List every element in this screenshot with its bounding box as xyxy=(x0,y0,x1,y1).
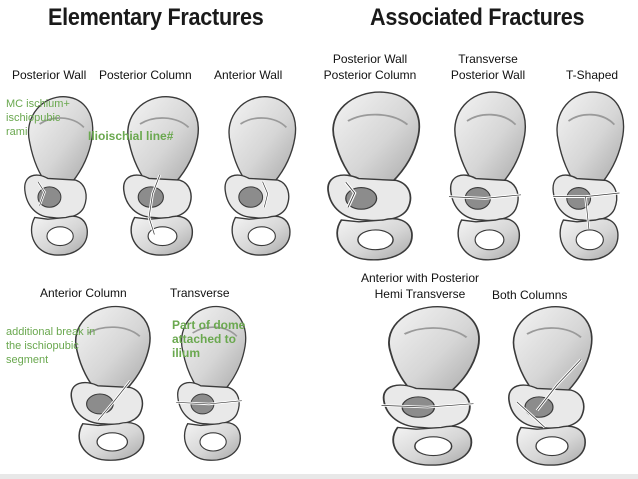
fracture-edge xyxy=(381,403,474,408)
obturator-foramen xyxy=(357,229,394,251)
iliac-crest-shading xyxy=(403,327,468,339)
annotation-line-2: ischiopubic xyxy=(6,112,61,124)
label-both-columns: Both Columns xyxy=(492,288,568,302)
figure-posterior-wall-posterior-column xyxy=(327,91,421,261)
ilium-wing xyxy=(228,96,297,186)
label-line-1: Anterior with Posterior xyxy=(360,271,480,285)
annotation-line-2: the ischiopubic xyxy=(6,340,79,352)
label-anterior-posterior-hemi-transverse: Anterior with Posterior Hemi Transverse xyxy=(350,270,490,302)
ilium-wing xyxy=(556,91,625,187)
label-transverse-posterior-wall: Transverse Posterior Wall xyxy=(440,51,536,83)
fracture-edge xyxy=(176,400,242,405)
label-anterior-wall: Anterior Wall xyxy=(214,68,283,82)
fracture-edge xyxy=(345,182,356,208)
label-line-2: Hemi Transverse xyxy=(374,287,466,301)
obturator-foramen xyxy=(147,226,178,247)
label-posterior-column: Posterior Column xyxy=(99,68,192,82)
acetabular-socket xyxy=(566,187,592,210)
iliac-crest-shading xyxy=(87,326,141,337)
label-line-1: Posterior Wall xyxy=(332,52,408,66)
annotation-additional-break: additional break in the ischiopubic segm… xyxy=(6,325,95,367)
obturator-foramen xyxy=(46,226,74,247)
figure-posterior-column xyxy=(123,96,199,256)
iliac-crest-shading xyxy=(240,117,288,129)
annotation-part-of-dome: Part of dome attached to ilium xyxy=(172,318,245,360)
obturator-foramen xyxy=(247,226,276,247)
annotation-mc-ischium: MC ischium+ ischiopubic rami xyxy=(6,97,70,139)
obturator-foramen xyxy=(474,229,505,251)
obturator-foramen xyxy=(535,436,569,457)
acetabular-socket xyxy=(86,393,114,415)
ilium-wing xyxy=(388,306,480,396)
label-line-1: Transverse xyxy=(458,52,518,66)
ilium-wing xyxy=(512,306,593,396)
annotation-line-1: MC ischium+ xyxy=(6,98,70,110)
fracture-edge xyxy=(262,181,269,208)
iliac-crest-shading xyxy=(526,327,582,339)
annotation-line-1: Part of dome xyxy=(172,318,246,332)
label-t-shaped: T-Shaped xyxy=(566,68,619,82)
label-line-2: Posterior Wall xyxy=(450,68,526,82)
label-posterior-wall-posterior-column: Posterior Wall Posterior Column xyxy=(318,51,422,83)
iliac-crest-shading xyxy=(139,117,190,129)
figure-posterior-wall xyxy=(24,96,94,256)
iliac-crest-shading xyxy=(347,113,409,126)
fracture-edge xyxy=(553,192,620,230)
figure-t-shaped xyxy=(552,91,625,261)
acetabular-socket xyxy=(238,186,264,208)
annotation-line-1: additional break in xyxy=(6,326,96,338)
associated-fractures-heading: Associated Fractures xyxy=(370,4,585,31)
fracture-edge xyxy=(448,194,522,199)
label-transverse: Transverse xyxy=(170,286,230,300)
fracture-edge xyxy=(97,380,131,421)
label-line-2: Posterior Column xyxy=(323,68,417,82)
annotation-line-3: ilium xyxy=(172,346,201,360)
figure-anterior-column xyxy=(70,305,151,461)
figure-transverse-posterior-wall xyxy=(448,91,526,261)
ilium-wing xyxy=(332,91,421,187)
ilium-wing xyxy=(454,91,526,187)
figure-both-columns xyxy=(508,306,593,466)
iliac-crest-shading xyxy=(568,113,616,126)
obturator-foramen xyxy=(96,432,129,452)
label-posterior-wall: Posterior Wall xyxy=(12,68,87,82)
iliac-crest-shading xyxy=(39,117,85,129)
iliac-crest-shading xyxy=(466,113,517,126)
figure-transverse xyxy=(176,305,247,461)
obturator-foramen xyxy=(199,432,227,452)
annotation-line-3: rami xyxy=(6,126,28,138)
annotation-line-3: segment xyxy=(6,354,49,366)
annotation-ilioischial-line: Ilioischial line# xyxy=(88,129,174,143)
obturator-foramen xyxy=(575,229,604,251)
fracture-edge xyxy=(516,359,582,428)
fracture-edge xyxy=(148,174,161,235)
iliac-crest-shading xyxy=(192,326,238,337)
figure-anterior-wall xyxy=(224,96,297,256)
label-anterior-column: Anterior Column xyxy=(40,286,127,300)
bottom-rule xyxy=(0,474,638,479)
figure-anterior-posterior-hemi-transverse xyxy=(381,306,480,466)
elementary-fractures-heading: Elementary Fractures xyxy=(48,4,264,31)
annotation-line-2: attached to xyxy=(172,332,237,346)
fracture-edge xyxy=(37,181,45,206)
obturator-foramen xyxy=(414,436,453,457)
